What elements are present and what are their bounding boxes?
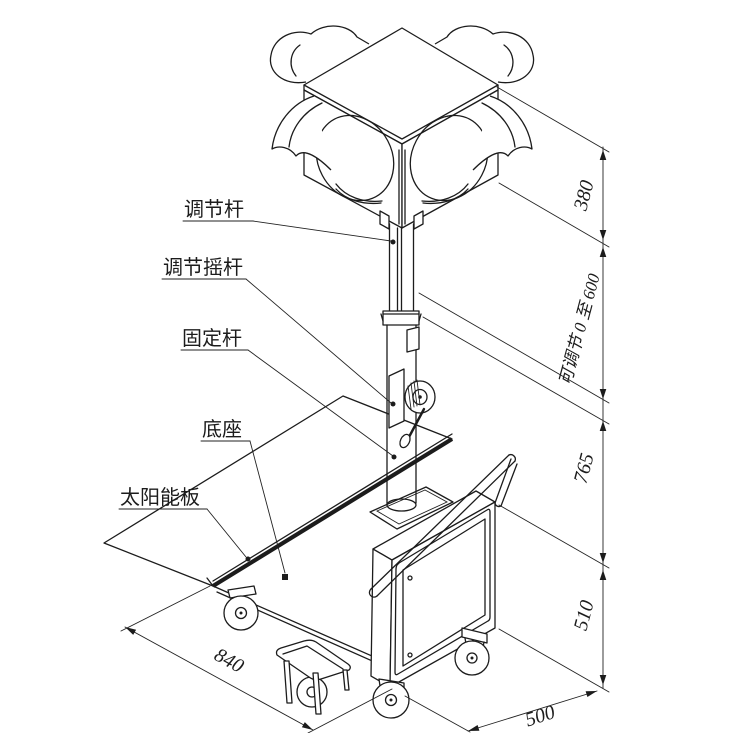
base-label: 底座 [202, 418, 242, 441]
pole-collar [380, 310, 422, 326]
solar-panel-label: 太阳能板 [120, 486, 200, 509]
leader-line [206, 508, 247, 558]
label-adjusting-rod: 调节杆 [182, 198, 396, 245]
dim-mid-height: 765 [570, 451, 599, 486]
caster-wheel-right [454, 627, 490, 676]
adjusting-crank-label: 调节摇杆 [163, 256, 243, 279]
pole-base-plate [369, 486, 454, 530]
leader-line [247, 349, 394, 457]
label-fixed-rod: 固定杆 [180, 327, 397, 460]
head-face-right [401, 89, 499, 229]
adjusting-rod [388, 223, 415, 312]
leader-line [249, 440, 286, 574]
rear-visor-left-icon [269, 25, 370, 84]
lamp-left [315, 114, 395, 202]
dim-base-width: 500 [522, 701, 557, 731]
caster-wheel-front [372, 678, 410, 719]
dim-base-length: 840 [210, 644, 247, 678]
winch-bracket [388, 368, 405, 429]
width-dimension-line [467, 690, 598, 732]
rear-visor-right-icon [434, 25, 535, 84]
traffic-light-head [269, 25, 535, 230]
winch-cable [407, 379, 421, 410]
label-adjusting-crank: 调节摇杆 [161, 256, 396, 407]
box-left-face [370, 548, 393, 688]
pole-base-plate-inner [376, 489, 449, 525]
caster-wheel-left [223, 585, 259, 631]
dim-adjustable-range: 可调节 0 至 600 [556, 271, 604, 387]
pole-assembly [380, 223, 436, 512]
callout-labels: 调节杆 调节摇杆 固定杆 底座 太阳能板 [118, 198, 397, 580]
label-base: 底座 [200, 418, 288, 580]
head-top-plate [303, 27, 499, 140]
leader-line [252, 220, 392, 242]
adjusting-rod-label: 调节杆 [184, 198, 244, 221]
panel-end-cap [206, 577, 214, 587]
step-stool [275, 639, 351, 715]
caster-wheel-back [296, 676, 328, 708]
solar-panel-frame-line [212, 433, 453, 582]
dim-base-height: 510 [570, 598, 599, 633]
extension-lines [120, 86, 610, 733]
solar-panel-front-edge [211, 437, 454, 588]
cart-base [103, 395, 454, 669]
leader-line [245, 278, 392, 404]
crank-handle [399, 407, 426, 449]
vertical-dimension-line [599, 146, 607, 689]
fixed-rod [386, 324, 420, 512]
winch [388, 368, 436, 449]
fixed-rod-label: 固定杆 [182, 327, 242, 350]
label-solar-panel: 太阳能板 [118, 486, 251, 562]
lamp-right [409, 114, 489, 202]
push-handle [368, 454, 518, 598]
front-visor-left-icon [271, 95, 383, 205]
length-dimension-line [124, 626, 314, 731]
front-visor-right-icon [421, 95, 533, 205]
dim-head-height: 380 [569, 178, 598, 214]
box-door [394, 508, 491, 676]
